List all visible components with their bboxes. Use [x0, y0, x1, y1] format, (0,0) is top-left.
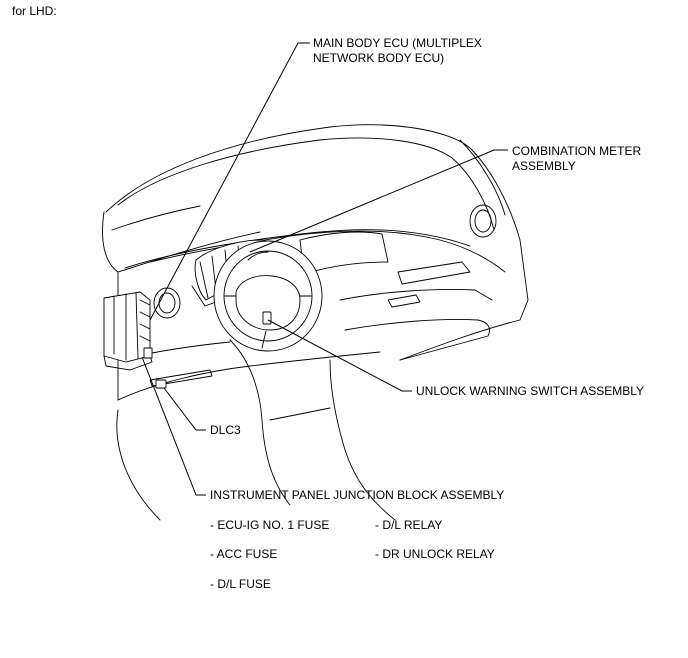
callout-combination-meter-line2: ASSEMBLY [512, 159, 576, 173]
part-acc-fuse: - ACC FUSE [210, 547, 278, 561]
leader-main-body-ecu [149, 42, 310, 321]
leader-combination-meter [249, 149, 508, 253]
callout-combination-meter-line1: COMBINATION METER [512, 144, 642, 158]
part-ecu-ig-no1-fuse: - ECU-IG NO. 1 FUSE [210, 518, 330, 532]
dashboard-illustration [102, 124, 529, 521]
callout-unlock-warning-switch: UNLOCK WARNING SWITCH ASSEMBLY [416, 384, 645, 398]
callout-junction-block: INSTRUMENT PANEL JUNCTION BLOCK ASSEMBLY [210, 488, 505, 502]
leader-junction-block [141, 356, 206, 496]
leader-lines [141, 42, 508, 496]
callout-main-body-ecu: MAIN BODY ECU (MULTIPLEX NETWORK BODY EC… [313, 36, 482, 66]
callout-main-body-ecu-line2: NETWORK BODY ECU) [313, 51, 445, 65]
part-dr-unlock-relay: - DR UNLOCK RELAY [375, 547, 495, 561]
leader-unlock-warning-switch [267, 319, 412, 392]
leader-dlc3 [163, 387, 206, 431]
part-dl-fuse: - D/L FUSE [210, 577, 271, 591]
variant-label: for LHD: [12, 4, 57, 18]
callout-combination-meter: COMBINATION METER ASSEMBLY [512, 144, 641, 174]
callout-main-body-ecu-line1: MAIN BODY ECU (MULTIPLEX [313, 36, 482, 50]
callout-dlc3: DLC3 [210, 423, 241, 437]
part-dl-relay: - D/L RELAY [375, 518, 443, 532]
